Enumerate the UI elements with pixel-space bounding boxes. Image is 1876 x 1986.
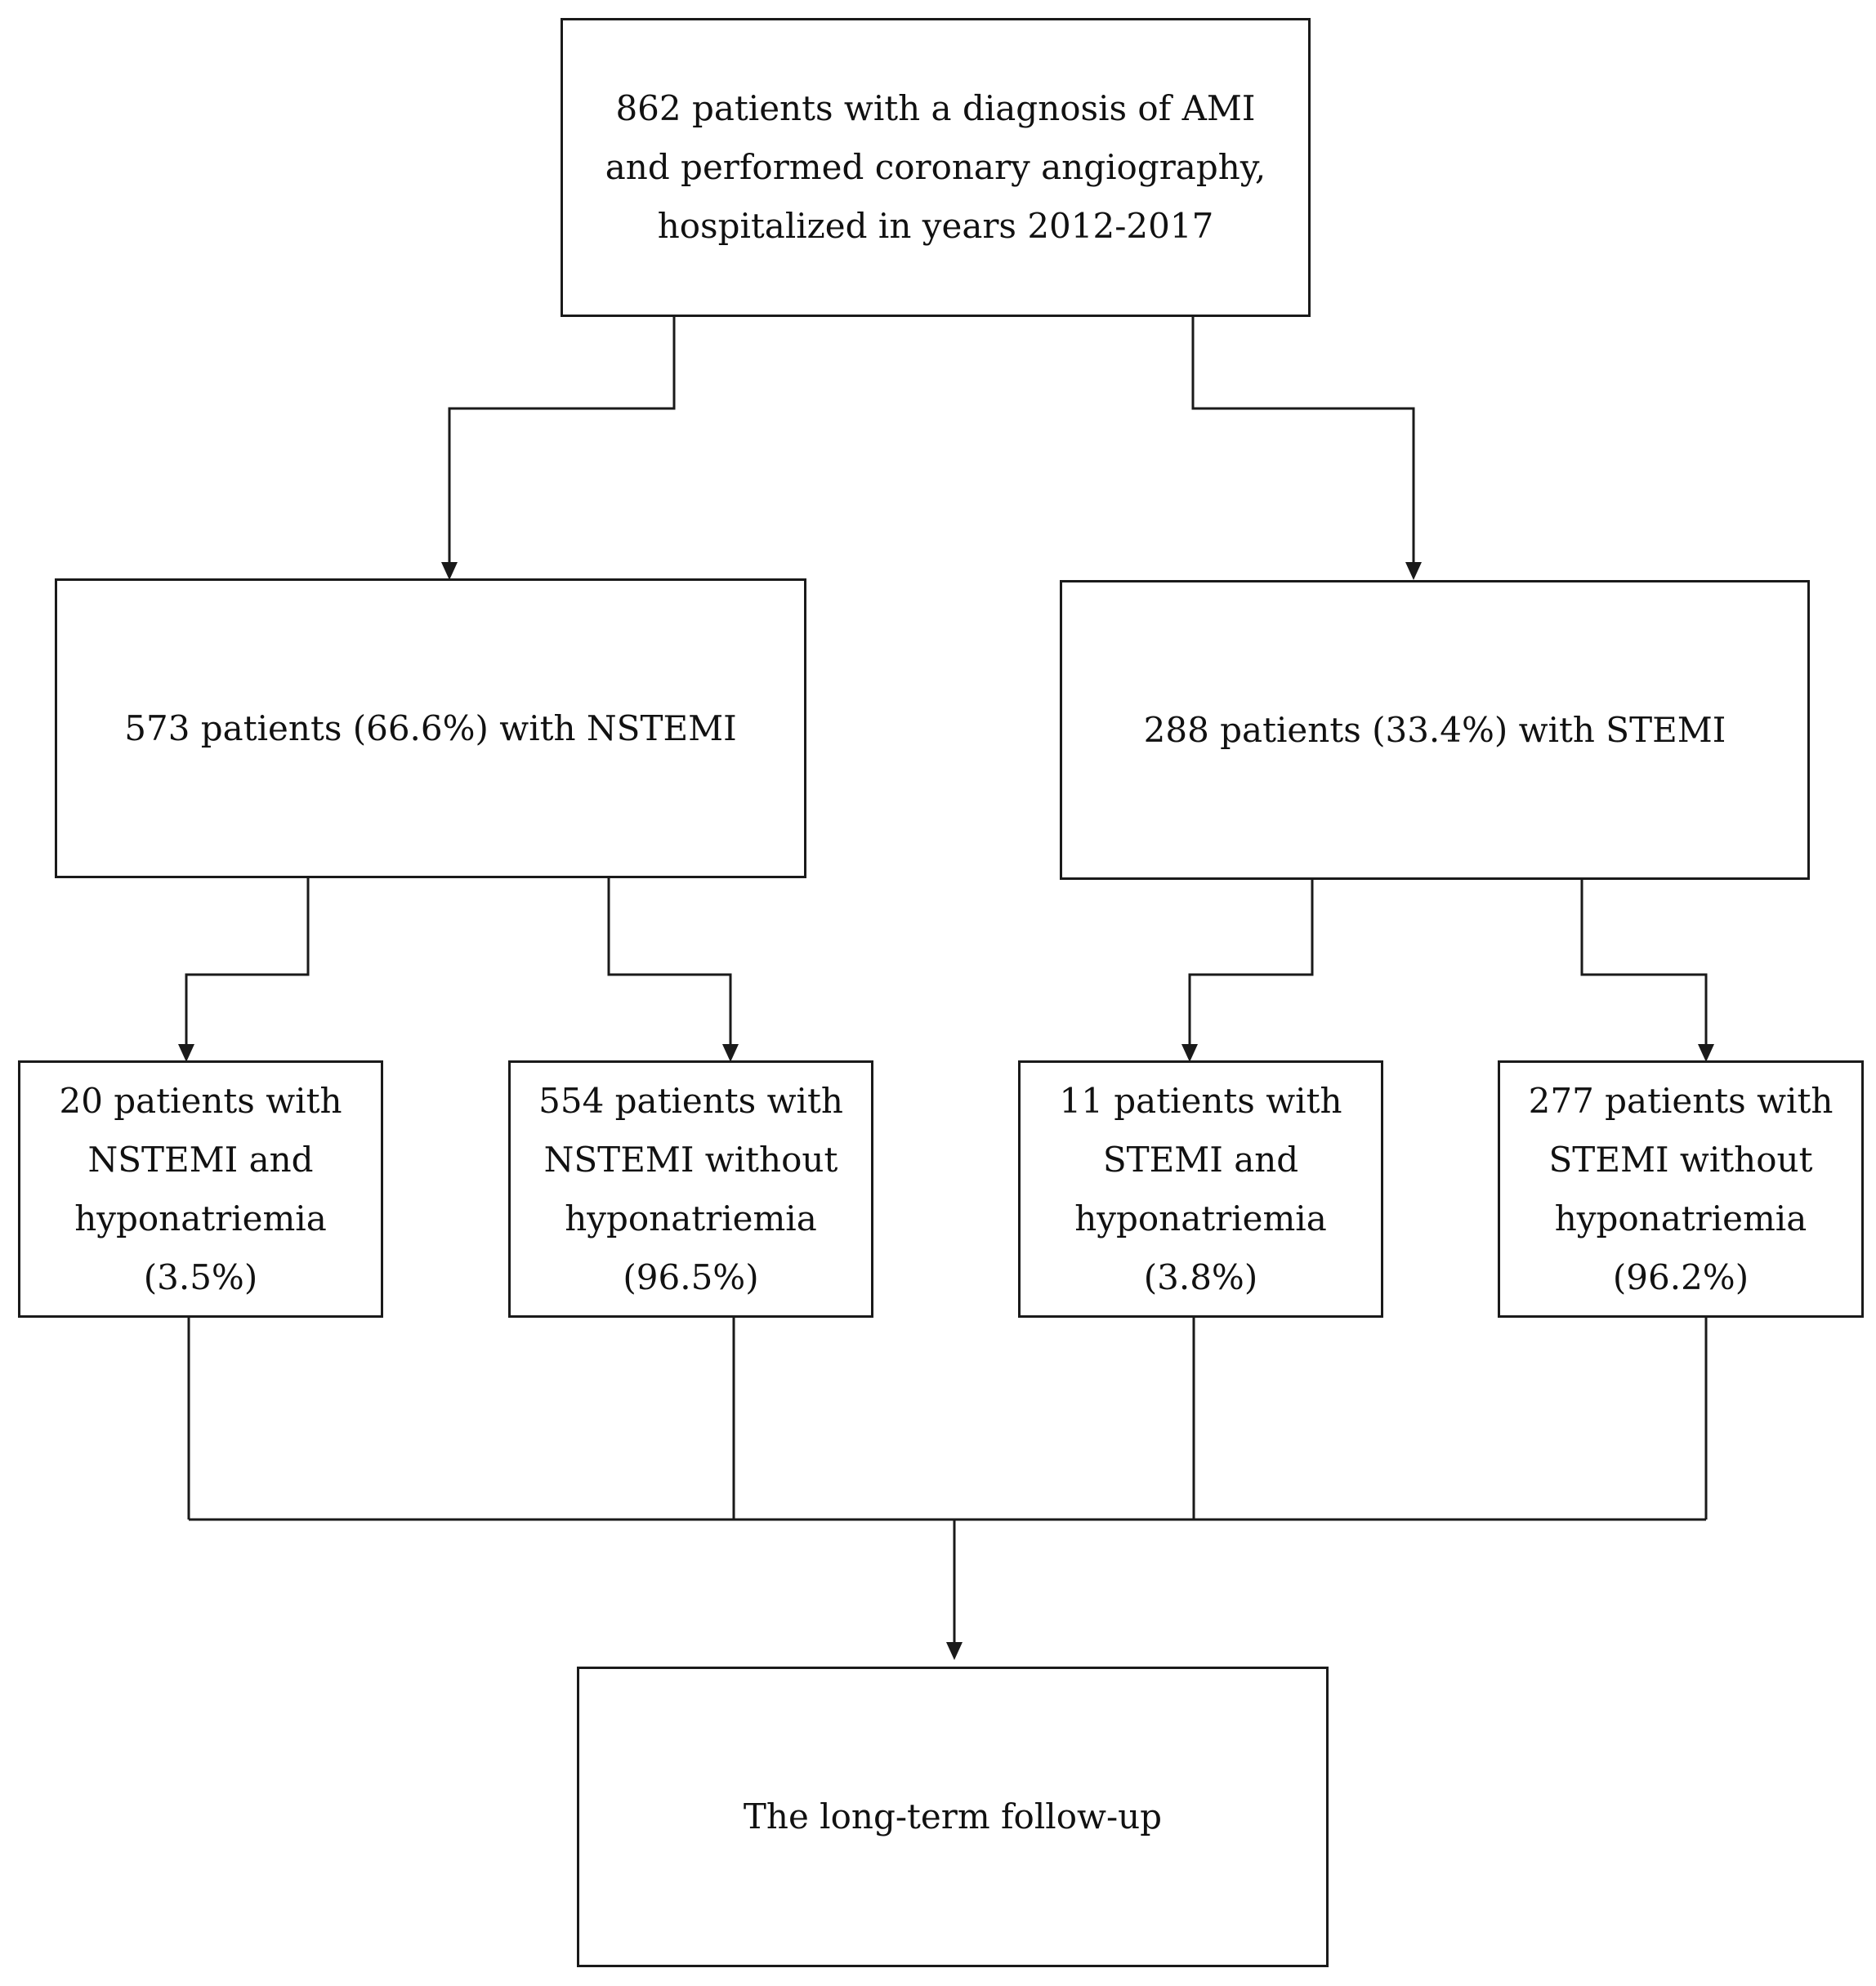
connector-stemi-to-leaf-3 [1188, 880, 1314, 1046]
arrowhead-leaf-4 [1698, 1044, 1714, 1062]
leaf-box-nstemi-no-hyponatriemia: 554 patients with NSTEMI without hyponat… [508, 1060, 873, 1318]
root-line-3: hospitalized in years 2012-2017 [657, 206, 1214, 246]
connector-stemi-to-leaf-4 [1580, 880, 1708, 1046]
arrowhead-stemi [1405, 562, 1422, 580]
followup-label: The long-term follow-up [743, 1796, 1163, 1836]
connector-nstemi-to-leaf-1 [185, 878, 310, 1046]
root-line-2: and performed coronary angiography, [605, 147, 1266, 187]
arrowhead-leaf-2 [722, 1044, 739, 1062]
root-line-1: 862 patients with a diagnosis of AMI [615, 88, 1256, 128]
arrowhead-followup [946, 1642, 963, 1660]
leaf-1-line-2: NSTEMI and [87, 1139, 314, 1180]
leaf-3-text: 11 patients with STEMI and hyponatriemia… [1059, 1072, 1342, 1307]
arrowhead-leaf-3 [1181, 1044, 1198, 1062]
leaf-2-line-1: 554 patients with [538, 1080, 843, 1121]
leaf-4-line-3: hyponatriemia [1554, 1198, 1807, 1238]
connector-root-to-stemi [1191, 317, 1415, 564]
leaf-box-stemi-no-hyponatriemia: 277 patients with STEMI without hyponatr… [1498, 1060, 1864, 1318]
leaf-box-stemi-hyponatriemia: 11 patients with STEMI and hyponatriemia… [1018, 1060, 1383, 1318]
root-box: 862 patients with a diagnosis of AMI and… [561, 18, 1311, 317]
leaf-box-nstemi-hyponatriemia: 20 patients with NSTEMI and hyponatriemi… [18, 1060, 383, 1318]
arrowhead-nstemi [441, 562, 458, 580]
leaf-2-line-4: (96.5%) [623, 1256, 759, 1297]
arrowhead-leaf-1 [178, 1044, 194, 1062]
leaf-3-line-1: 11 patients with [1059, 1080, 1342, 1121]
leaf-2-line-3: hyponatriemia [565, 1198, 817, 1238]
leaf-3-line-2: STEMI and [1102, 1139, 1299, 1180]
leaf-1-line-3: hyponatriemia [74, 1198, 327, 1238]
leaf-4-line-4: (96.2%) [1612, 1256, 1749, 1297]
nstemi-label: 573 patients (66.6%) with NSTEMI [124, 707, 737, 748]
followup-box: The long-term follow-up [577, 1667, 1329, 1967]
leaf-2-text: 554 patients with NSTEMI without hyponat… [538, 1072, 843, 1307]
stemi-label: 288 patients (33.4%) with STEMI [1143, 709, 1726, 750]
leaf-4-line-2: STEMI without [1548, 1139, 1813, 1180]
nstemi-box: 573 patients (66.6%) with NSTEMI [55, 578, 806, 878]
leaf-4-line-1: 277 patients with [1528, 1080, 1834, 1121]
leaf-1-line-4: (3.5%) [143, 1256, 258, 1297]
leaf-4-text: 277 patients with STEMI without hyponatr… [1529, 1072, 1834, 1307]
root-text: 862 patients with a diagnosis of AMI and… [605, 79, 1266, 256]
connector-root-to-nstemi [448, 317, 676, 564]
leaf-3-line-4: (3.8%) [1143, 1256, 1258, 1297]
stemi-box: 288 patients (33.4%) with STEMI [1060, 580, 1810, 880]
connector-nstemi-to-leaf-2 [607, 878, 732, 1046]
leaf-1-line-1: 20 patients with [59, 1080, 342, 1121]
leaf-2-line-2: NSTEMI without [543, 1139, 838, 1180]
leaf-1-text: 20 patients with NSTEMI and hyponatriemi… [59, 1072, 342, 1307]
leaf-3-line-3: hyponatriemia [1074, 1198, 1327, 1238]
